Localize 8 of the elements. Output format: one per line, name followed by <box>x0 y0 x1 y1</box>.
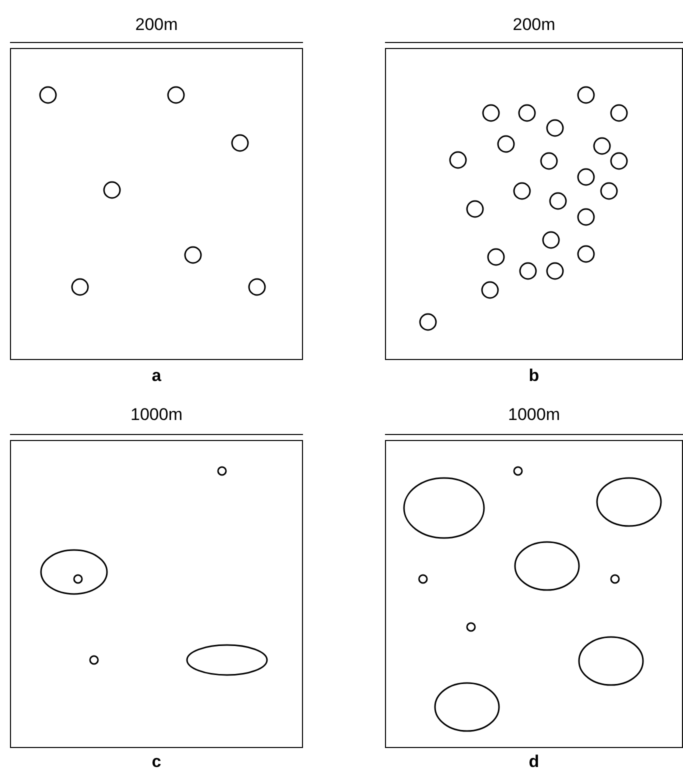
scale-label: 200m <box>512 15 556 35</box>
scale-label: 200m <box>134 15 179 35</box>
panel-letter: d <box>528 752 540 772</box>
scale-label: 1000m <box>507 405 561 425</box>
scale-label: 1000m <box>130 405 184 425</box>
panel-letter: b <box>528 366 540 386</box>
panel-letter: c <box>150 752 162 772</box>
panel-letter: a <box>150 366 162 386</box>
